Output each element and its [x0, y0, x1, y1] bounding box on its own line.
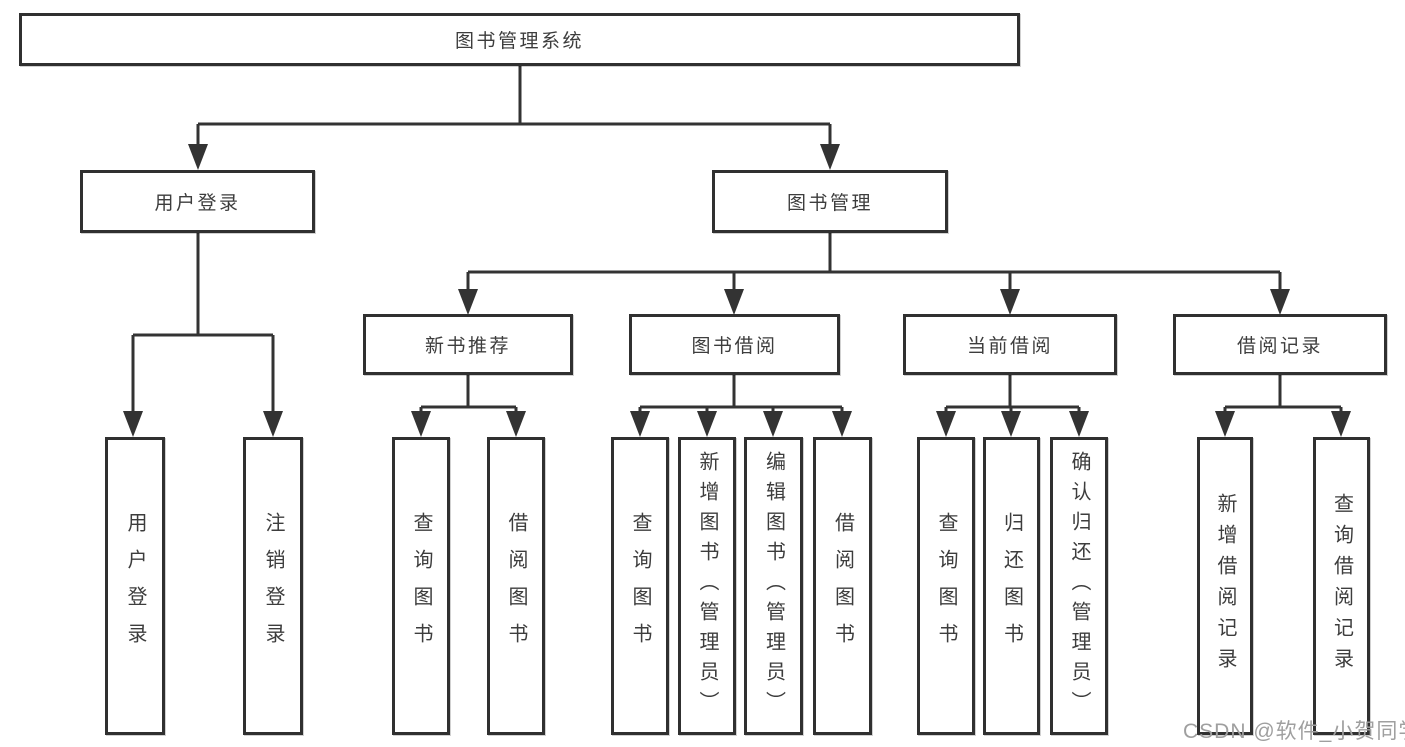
arrow-down-icon — [1001, 411, 1021, 437]
leaf-logout: 注销登录 — [243, 437, 303, 735]
leaf-user-login: 用户登录 — [105, 437, 165, 735]
leaf-confirm-return-admin: 确认归还（管理员） — [1050, 437, 1108, 735]
node-book-borrow-label: 图书借阅 — [691, 336, 778, 357]
leaf-return-book-label: 归还图书 — [1000, 512, 1023, 660]
arrow-down-icon — [458, 289, 478, 315]
arrow-down-icon — [411, 411, 431, 437]
leaf-edit-book-admin-label: 编辑图书（管理员） — [762, 451, 785, 721]
leaf-add-book-admin: 新增图书（管理员） — [678, 437, 736, 735]
node-borrow-records: 借阅记录 — [1173, 314, 1387, 375]
leaf-borrow-books-2: 借阅图书 — [813, 437, 872, 735]
node-borrow-records-label: 借阅记录 — [1236, 336, 1323, 357]
arrow-down-icon — [1215, 411, 1235, 437]
arrow-down-icon — [832, 411, 852, 437]
leaf-query-books-1-label: 查询图书 — [410, 512, 432, 660]
connector-user-login-to-leaves — [123, 233, 283, 437]
leaf-query-borrow-record-label: 查询借阅记录 — [1330, 493, 1353, 679]
leaf-query-books-2: 查询图书 — [611, 437, 669, 735]
leaf-add-borrow-record: 新增借阅记录 — [1197, 437, 1253, 735]
leaf-logout-label: 注销登录 — [262, 512, 284, 660]
arrow-down-icon — [763, 411, 783, 437]
leaf-borrow-books-2-label: 借阅图书 — [831, 512, 854, 660]
node-current-borrow-label: 当前借阅 — [966, 336, 1053, 357]
leaf-confirm-return-admin-label: 确认归还（管理员） — [1068, 451, 1090, 721]
watermark: CSDN @软件_小贺同学 — [1183, 720, 1405, 743]
connector-book-management-to-level3 — [458, 233, 1290, 315]
arrow-down-icon — [506, 411, 526, 437]
connector-borrow-records-to-leaves — [1215, 375, 1351, 437]
arrow-down-icon — [188, 144, 208, 170]
leaf-user-login-label: 用户登录 — [124, 512, 146, 660]
leaf-query-books-2-label: 查询图书 — [629, 512, 651, 660]
arrow-down-icon — [820, 144, 840, 170]
node-user-login-label: 用户登录 — [154, 193, 241, 214]
arrow-down-icon — [123, 411, 143, 437]
leaf-edit-book-admin: 编辑图书（管理员） — [744, 437, 803, 735]
leaf-query-books-1: 查询图书 — [392, 437, 450, 735]
leaf-add-book-admin-label: 新增图书（管理员） — [696, 451, 718, 721]
leaf-borrow-books-1-label: 借阅图书 — [505, 512, 527, 660]
connector-current-borrow-to-leaves — [936, 375, 1089, 437]
node-root: 图书管理系统 — [19, 13, 1020, 66]
node-user-login: 用户登录 — [80, 170, 315, 233]
arrow-down-icon — [630, 411, 650, 437]
arrow-down-icon — [1069, 411, 1089, 437]
node-current-borrow: 当前借阅 — [903, 314, 1117, 375]
leaf-query-borrow-record: 查询借阅记录 — [1313, 437, 1370, 735]
arrow-down-icon — [936, 411, 956, 437]
arrow-down-icon — [724, 289, 744, 315]
node-book-borrow: 图书借阅 — [629, 314, 840, 375]
arrow-down-icon — [1331, 411, 1351, 437]
node-new-book-recommend: 新书推荐 — [363, 314, 573, 375]
arrow-down-icon — [1000, 289, 1020, 315]
leaf-return-book: 归还图书 — [983, 437, 1040, 735]
node-new-book-recommend-label: 新书推荐 — [424, 336, 511, 357]
arrow-down-icon — [697, 411, 717, 437]
connector-root-to-level2 — [188, 66, 840, 170]
arrow-down-icon — [263, 411, 283, 437]
node-book-management: 图书管理 — [712, 170, 948, 233]
connector-book-borrow-to-leaves — [630, 375, 852, 437]
node-root-label: 图书管理系统 — [454, 31, 584, 52]
leaf-borrow-books-1: 借阅图书 — [487, 437, 545, 735]
connector-new-book-recommend-to-leaves — [411, 375, 526, 437]
node-book-management-label: 图书管理 — [786, 193, 873, 214]
arrow-down-icon — [1270, 289, 1290, 315]
leaf-add-borrow-record-label: 新增借阅记录 — [1214, 493, 1236, 679]
leaf-query-books-3: 查询图书 — [917, 437, 975, 735]
leaf-query-books-3-label: 查询图书 — [935, 512, 957, 660]
